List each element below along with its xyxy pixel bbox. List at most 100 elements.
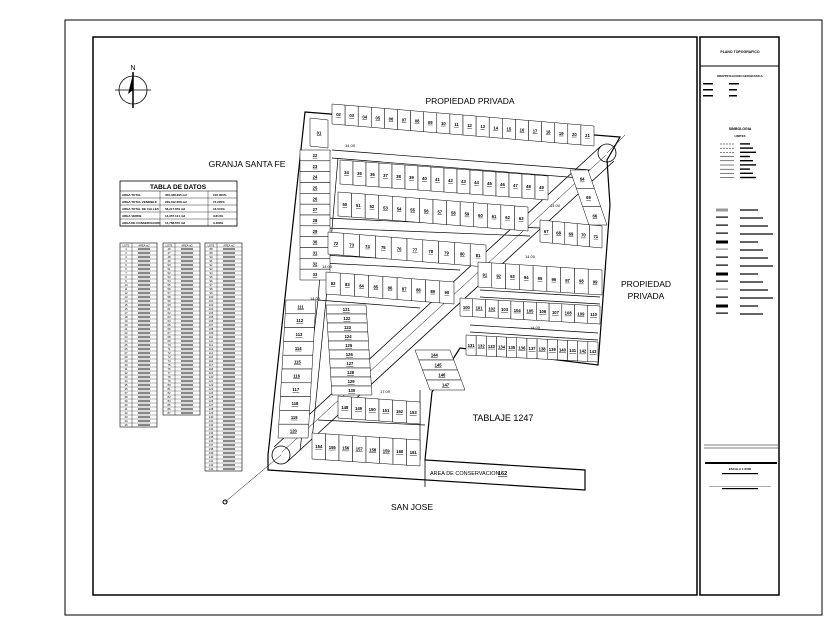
lot[interactable]: 89: [425, 279, 441, 304]
lot[interactable]: 134: [496, 336, 507, 358]
lot[interactable]: 78: [422, 239, 439, 264]
lot[interactable]: 137: [526, 337, 538, 360]
lot[interactable]: 80: [454, 242, 471, 266]
lot[interactable]: 67: [539, 219, 553, 244]
lot[interactable]: 94: [519, 264, 534, 291]
lot[interactable]: 115: [281, 354, 314, 370]
lot[interactable]: 116: [280, 368, 313, 384]
lot[interactable]: 155: [325, 433, 340, 462]
lot[interactable]: 51: [351, 192, 366, 219]
lot[interactable]: 153: [406, 400, 421, 425]
lot[interactable]: 31: [299, 247, 331, 259]
lot[interactable]: 13: [475, 115, 490, 138]
lot[interactable]: 57: [432, 199, 447, 225]
lot[interactable]: 55: [405, 197, 420, 223]
lot[interactable]: 63: [514, 205, 529, 232]
lot[interactable]: 01: [309, 117, 329, 149]
lot[interactable]: 156: [338, 434, 353, 462]
lot[interactable]: 97: [560, 267, 575, 294]
lot[interactable]: 125: [328, 340, 370, 351]
lot[interactable]: 120: [277, 423, 310, 439]
lot[interactable]: 54: [392, 196, 407, 222]
lot[interactable]: 100: [459, 297, 473, 317]
lot[interactable]: 18: [541, 121, 555, 143]
lot[interactable]: 88: [411, 278, 426, 303]
lot[interactable]: 10: [436, 112, 451, 135]
lot[interactable]: 151: [378, 398, 393, 423]
lot[interactable]: 26: [299, 193, 331, 205]
lot[interactable]: 58: [446, 200, 461, 226]
lot[interactable]: 96: [546, 266, 561, 293]
lot[interactable]: 53: [378, 194, 393, 221]
lot[interactable]: 124: [327, 331, 369, 342]
lot[interactable]: 42: [443, 167, 458, 194]
lot[interactable]: 145: [418, 359, 458, 371]
lot[interactable]: 152: [392, 399, 407, 424]
lot[interactable]: 34: [339, 159, 354, 186]
lot[interactable]: 109: [574, 304, 588, 324]
lot[interactable]: 154: [311, 432, 326, 461]
lot[interactable]: 02: [331, 103, 346, 126]
lot[interactable]: 133: [486, 335, 497, 357]
lot[interactable]: 111: [284, 299, 317, 315]
lot[interactable]: 59: [459, 201, 474, 227]
lot[interactable]: 29: [299, 225, 331, 237]
lot[interactable]: 50: [337, 191, 352, 218]
lot[interactable]: 04: [357, 105, 372, 128]
lot[interactable]: 87: [396, 277, 412, 301]
lot[interactable]: 20: [567, 123, 582, 146]
lot[interactable]: 107: [548, 302, 563, 323]
lot[interactable]: 61: [487, 203, 502, 230]
lot[interactable]: 90: [439, 280, 455, 305]
lot[interactable]: 65: [575, 188, 602, 207]
lot[interactable]: 27: [299, 203, 331, 216]
lot[interactable]: 117: [280, 382, 312, 397]
lot[interactable]: 36: [365, 161, 380, 188]
lot[interactable]: 138: [536, 338, 548, 360]
lot[interactable]: 12: [462, 114, 477, 137]
lot[interactable]: 76: [390, 236, 408, 261]
lot[interactable]: 149: [351, 396, 366, 421]
lot[interactable]: 144: [414, 349, 455, 361]
lot[interactable]: 03: [344, 104, 359, 127]
lot[interactable]: 114: [282, 341, 314, 356]
lot[interactable]: 105: [523, 301, 537, 321]
lot[interactable]: 158: [365, 436, 380, 464]
lot[interactable]: 131: [465, 334, 477, 356]
lot[interactable]: 37: [378, 162, 393, 189]
lot[interactable]: 66: [582, 206, 608, 226]
lot[interactable]: 108: [561, 303, 575, 323]
lot[interactable]: 75: [375, 235, 392, 260]
lot[interactable]: 83: [339, 272, 355, 297]
lot[interactable]: 11: [449, 113, 464, 136]
lot[interactable]: 106: [536, 302, 550, 322]
lot[interactable]: 56: [419, 198, 434, 224]
lot[interactable]: 132: [475, 335, 487, 357]
lot[interactable]: 84: [354, 273, 369, 298]
lot[interactable]: 141: [567, 340, 578, 362]
lot[interactable]: 79: [438, 240, 455, 265]
lot[interactable]: 112: [284, 313, 316, 328]
lot[interactable]: 48: [521, 173, 536, 200]
lot[interactable]: 148: [337, 395, 352, 420]
lot[interactable]: 93: [505, 263, 520, 290]
lot[interactable]: 126: [328, 349, 370, 360]
lot[interactable]: 92: [491, 262, 506, 290]
lot[interactable]: 139: [546, 339, 558, 361]
lot[interactable]: 69: [564, 222, 578, 246]
lot[interactable]: 62: [500, 204, 515, 231]
lot[interactable]: 49: [534, 174, 549, 201]
lot[interactable]: 103: [497, 299, 512, 320]
lot[interactable]: 140: [557, 339, 568, 361]
lot[interactable]: 43: [456, 168, 471, 195]
lot[interactable]: 74: [359, 234, 376, 259]
lot[interactable]: 91: [477, 261, 493, 289]
lot[interactable]: 121: [325, 304, 367, 315]
lot[interactable]: 127: [329, 358, 371, 369]
lot[interactable]: 24: [299, 171, 331, 183]
lot[interactable]: 19: [554, 122, 569, 145]
lot[interactable]: 146: [422, 369, 462, 381]
lot[interactable]: 136: [516, 337, 528, 359]
lot[interactable]: 41: [430, 166, 445, 193]
lot[interactable]: 147: [425, 379, 466, 391]
